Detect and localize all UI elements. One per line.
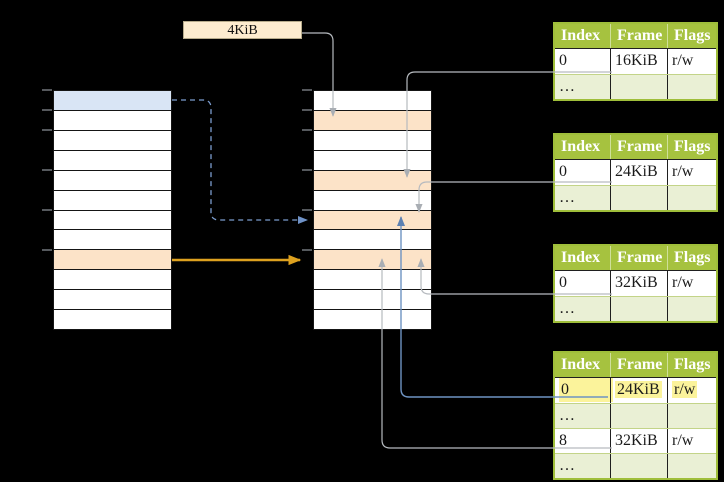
memory-row-0: [54, 91, 171, 110]
table-cell: [610, 186, 667, 210]
table-cell: 16KiB: [610, 49, 667, 74]
table-cell: [610, 404, 667, 428]
memory-row-8: [54, 249, 171, 270]
header-cell-flags: Flags: [667, 246, 716, 270]
table-cell: 24KiB: [610, 378, 667, 403]
memory-row-4: [314, 169, 431, 190]
frame-size-label: 4KiB: [183, 21, 302, 39]
table-cell: [667, 297, 716, 321]
virtual-memory-column: [53, 90, 172, 330]
table-cell: …: [559, 457, 575, 474]
header-cell-index: Index: [561, 138, 601, 155]
table-cell: 32KiB: [610, 271, 667, 296]
table-cell: …: [559, 300, 575, 317]
table-row: …: [555, 185, 716, 210]
header-cell-index: Index: [561, 249, 601, 266]
memory-row-9: [54, 269, 171, 290]
memory-row-1: [54, 109, 171, 130]
memory-row-0: [314, 91, 431, 110]
table-cell: [667, 404, 716, 428]
table-cell: 32KiB: [610, 429, 667, 453]
table-cell: r/w: [667, 49, 716, 74]
memory-row-9: [314, 269, 431, 290]
table-cell: [667, 454, 716, 478]
frame-size-label-text: 4KiB: [227, 23, 258, 38]
table-cell: …: [559, 407, 575, 424]
table-cell: …: [559, 78, 575, 95]
table-row: …: [555, 403, 716, 428]
memory-row-4: [54, 169, 171, 190]
table-row: …: [555, 296, 716, 321]
table-cell: 0: [559, 274, 567, 291]
memory-row-1: [314, 109, 431, 130]
header-cell-frame: Frame: [610, 353, 667, 377]
highlighted-value: 0: [559, 378, 613, 402]
table-cell: 0: [555, 378, 613, 403]
memory-row-8: [314, 249, 431, 270]
memory-row-7: [314, 229, 431, 250]
memory-row-6: [54, 209, 171, 230]
header-cell-index: Index: [561, 27, 601, 44]
memory-row-2: [54, 129, 171, 150]
header-cell-flags: Flags: [667, 24, 716, 48]
memory-row-10: [54, 289, 171, 310]
memory-row-5: [54, 189, 171, 210]
table-cell: r/w: [667, 378, 716, 403]
memory-row-6: [314, 209, 431, 230]
table-cell: [610, 454, 667, 478]
table-cell: 8: [559, 432, 567, 449]
table-cell: r/w: [667, 160, 716, 185]
table-cell: [610, 297, 667, 321]
header-cell-flags: Flags: [667, 135, 716, 159]
header-cell-frame: Frame: [610, 24, 667, 48]
highlighted-value: 24KiB: [615, 381, 662, 398]
memory-row-10: [314, 289, 431, 310]
memory-row-5: [314, 189, 431, 210]
table-cell: 24KiB: [610, 160, 667, 185]
table-cell: 0: [559, 163, 567, 180]
memory-row-11: [314, 309, 431, 330]
memory-row-3: [54, 149, 171, 170]
memory-row-11: [54, 309, 171, 330]
table-row: …: [555, 453, 716, 478]
arrow-virtual-page0-to-frame-24k: [172, 99, 308, 224]
table-row: …: [555, 74, 716, 99]
table-cell: r/w: [667, 271, 716, 296]
header-cell-flags: Flags: [667, 353, 716, 377]
header-cell-index: Index: [561, 356, 601, 373]
table-cell: [667, 75, 716, 99]
physical-memory-column: [313, 90, 432, 330]
header-cell-frame: Frame: [610, 135, 667, 159]
memory-row-7: [54, 229, 171, 250]
memory-row-3: [314, 149, 431, 170]
table-cell: [667, 186, 716, 210]
table-cell: …: [559, 189, 575, 206]
highlighted-value: r/w: [672, 381, 698, 398]
table-cell: [610, 75, 667, 99]
table-cell: 0: [559, 52, 567, 69]
memory-row-2: [314, 129, 431, 150]
table-cell: r/w: [667, 429, 716, 453]
header-cell-frame: Frame: [610, 246, 667, 270]
